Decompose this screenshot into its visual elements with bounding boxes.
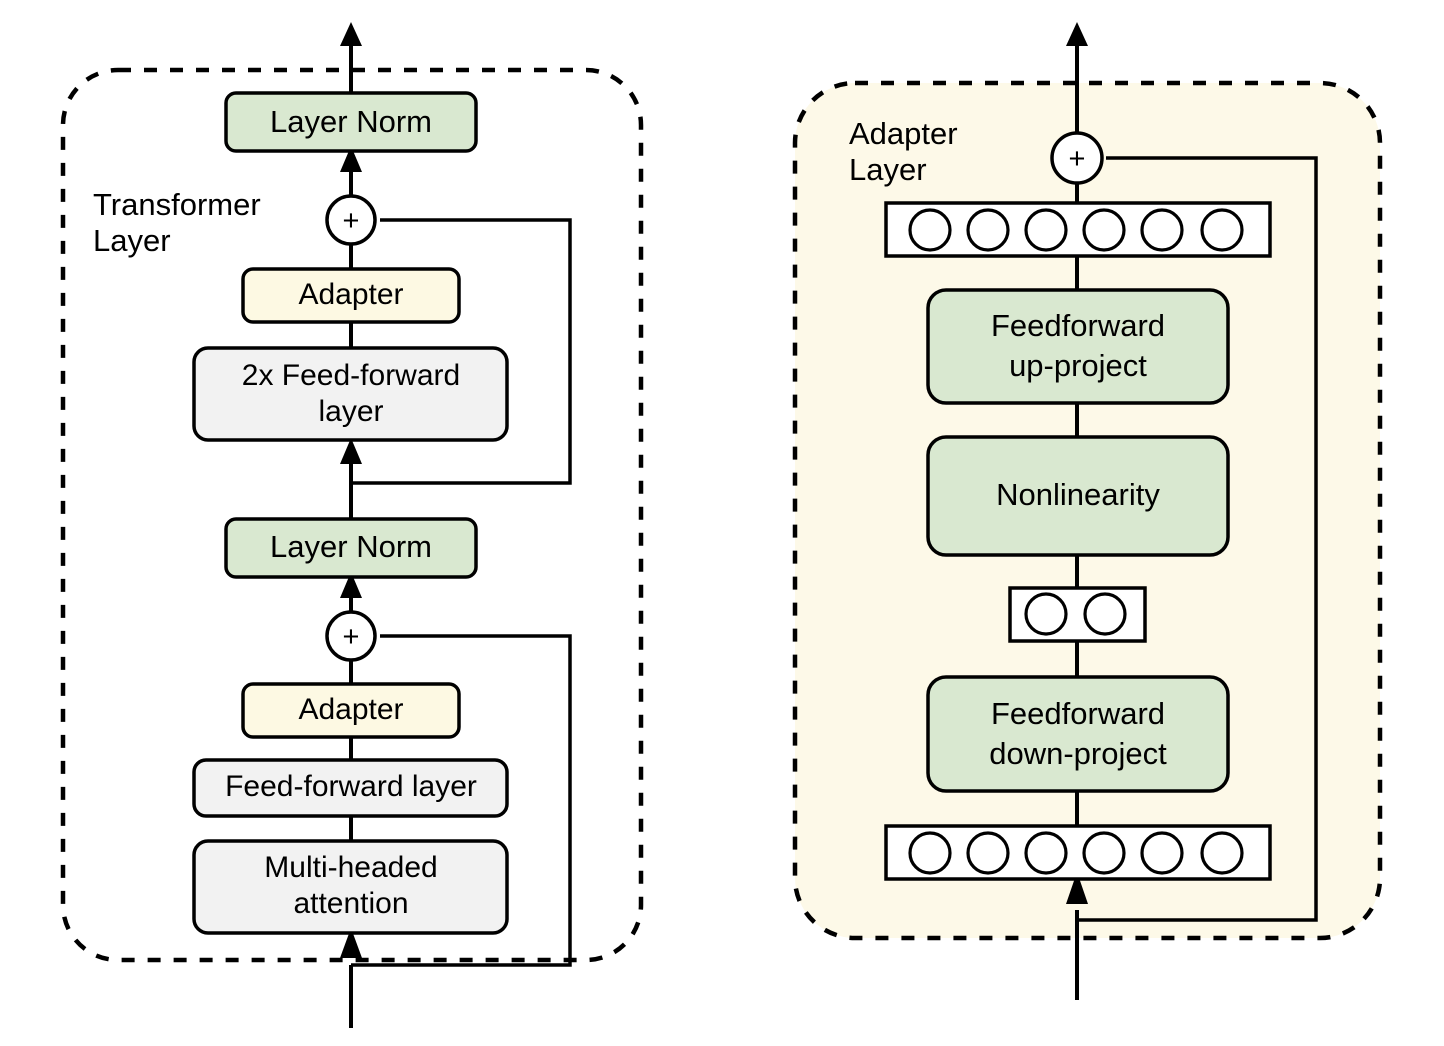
right-panel-group: Adapter Layer +	[792, 22, 1383, 1000]
neuron	[1200, 831, 1244, 875]
node-top-adapter[interactable]: Adapter	[241, 267, 461, 324]
node-feedforward-up-project-label-line1: Feedforward	[991, 308, 1165, 343]
neuron	[966, 831, 1010, 875]
node-mid-layer-norm-label: Layer Norm	[270, 529, 432, 564]
top-adder-to-layernorm-arrowhead	[340, 146, 362, 172]
node-2x-feed-forward-layer-label-line2: layer	[318, 395, 383, 428]
top-residual-skip-wire	[351, 218, 572, 485]
neuron	[1140, 831, 1184, 875]
neuron-row-bottleneck	[1008, 586, 1147, 643]
neuron	[966, 208, 1010, 252]
node-feed-forward-layer[interactable]: Feed-forward layer	[192, 758, 509, 818]
neuron	[1200, 208, 1244, 252]
neuron-row-top	[884, 201, 1272, 258]
node-2x-feed-forward-layer-label-line1: 2x Feed-forward	[242, 359, 460, 392]
node-nonlinearity-label: Nonlinearity	[996, 477, 1160, 512]
left-output-arrowhead	[340, 22, 362, 46]
node-multi-headed-attention-label-line1: Multi-headed	[264, 851, 437, 884]
transformer-layer-caption-line2: Layer	[93, 223, 171, 258]
adapter-layer-dashed-boundary	[792, 80, 1383, 941]
node-adapter-adder[interactable]: +	[1050, 131, 1104, 185]
node-bottom-adder-label: +	[343, 621, 360, 653]
bottom-adder-to-midnorm-arrowhead	[340, 572, 362, 598]
node-feedforward-up-project-label-line2: up-project	[1009, 348, 1147, 383]
neuron	[908, 208, 952, 252]
node-bottom-adapter-label: Adapter	[298, 693, 403, 726]
node-top-adapter-label: Adapter	[298, 278, 403, 311]
transformer-layer-caption-line1: Transformer	[93, 187, 261, 222]
neuron	[1082, 208, 1126, 252]
neuron	[1082, 831, 1126, 875]
adapter-layer-caption-line2: Layer	[849, 152, 927, 187]
neuron	[1083, 592, 1127, 636]
neuron-row-bottom	[884, 824, 1272, 881]
node-top-layer-norm[interactable]: Layer Norm	[224, 91, 478, 153]
node-top-adder-label: +	[343, 205, 360, 237]
neuron	[1024, 831, 1068, 875]
node-mid-layer-norm[interactable]: Layer Norm	[224, 517, 478, 579]
node-bottom-adder[interactable]: +	[325, 610, 377, 662]
right-output-arrowhead	[1066, 22, 1088, 46]
right-residual-skip-wire	[1077, 156, 1318, 922]
node-top-adder[interactable]: +	[325, 194, 377, 246]
bottom-residual-skip-wire	[351, 634, 572, 967]
midnorm-to-ff2x-arrowhead	[340, 438, 362, 464]
node-top-layer-norm-label: Layer Norm	[270, 104, 432, 139]
node-feedforward-up-project[interactable]: Feedforward up-project	[926, 288, 1230, 405]
node-nonlinearity[interactable]: Nonlinearity	[926, 435, 1230, 557]
node-multi-headed-attention-label-line2: attention	[293, 887, 408, 920]
neuron	[1024, 208, 1068, 252]
node-feed-forward-layer-label: Feed-forward layer	[225, 770, 477, 803]
neuron	[1140, 208, 1184, 252]
node-feedforward-down-project-label-line2: down-project	[989, 736, 1167, 771]
left-input-arrowhead	[340, 928, 362, 958]
neuron	[908, 831, 952, 875]
node-feedforward-down-project-label-line1: Feedforward	[991, 696, 1165, 731]
left-panel-group: Transformer Layer	[60, 22, 644, 1028]
adapter-layer-caption-line1: Adapter	[849, 116, 958, 151]
node-bottom-adapter[interactable]: Adapter	[241, 682, 461, 739]
neuron	[1024, 592, 1068, 636]
right-input-arrowhead	[1066, 872, 1088, 904]
node-adapter-adder-label: +	[1069, 143, 1086, 175]
node-multi-headed-attention[interactable]: Multi-headed attention	[192, 839, 509, 935]
node-feedforward-down-project[interactable]: Feedforward down-project	[926, 675, 1230, 793]
node-2x-feed-forward-layer[interactable]: 2x Feed-forward layer	[192, 346, 509, 442]
